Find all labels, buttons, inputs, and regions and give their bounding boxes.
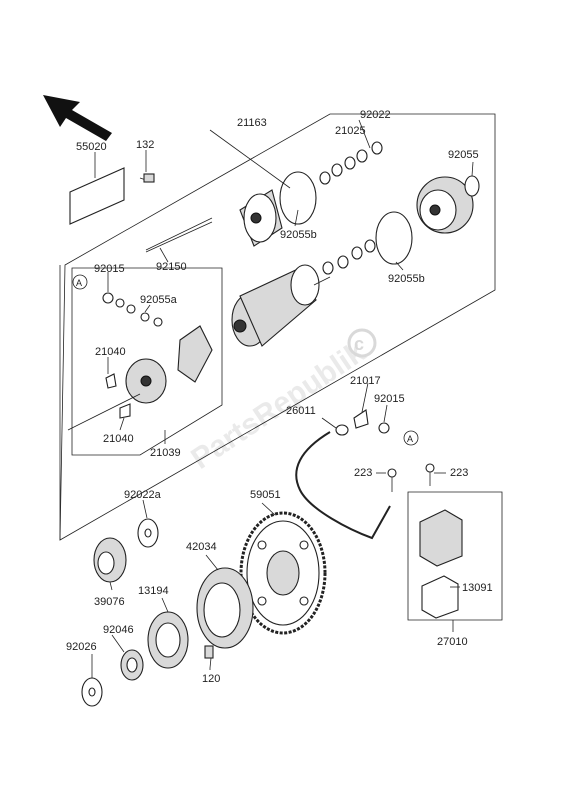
part-label-92055: 92055 — [448, 149, 479, 161]
starter-relay-part — [419, 509, 463, 619]
part-label-21025: 21025 — [335, 125, 366, 137]
part-label-92055a: 92055a — [140, 294, 178, 306]
part-label-21040: 21040 — [95, 346, 126, 358]
one-way-clutch-part — [196, 567, 254, 669]
watermark-text: PartsRepublik — [185, 335, 371, 475]
part-label-21163: 21163 — [237, 117, 267, 129]
part-label-92026: 92026 — [66, 641, 97, 653]
idler-gear-part — [93, 537, 127, 583]
part-label-21017: 21017 — [350, 375, 381, 387]
watermark: PartsRepublik c — [185, 328, 377, 476]
part-label-39076: 39076 — [94, 596, 125, 608]
starter-motor-frame — [59, 113, 496, 541]
part-label-92055b: 92055b — [388, 273, 425, 285]
clutch-gear-part — [120, 611, 189, 681]
label-plate-part — [69, 167, 125, 225]
shaft-washers — [319, 141, 383, 275]
part-label-13091: 13091 — [462, 582, 493, 594]
relay-screws — [387, 463, 435, 492]
part-label-92150: 92150 — [156, 261, 187, 273]
starter-cable-part — [295, 409, 391, 540]
svg-text:c: c — [354, 334, 364, 354]
reference-marker-a-2: A — [403, 430, 419, 446]
copyright-icon: c — [347, 328, 377, 358]
starter-gear-part — [239, 511, 327, 635]
part-label-132: 132 — [136, 139, 154, 151]
part-label-42034: 42034 — [186, 541, 217, 553]
bolts — [139, 173, 213, 253]
starter-motor-part — [231, 264, 331, 347]
leader-lines — [91, 119, 474, 678]
part-number-labels: 55020 132 21163 21025 92022 92055 92055b… — [66, 109, 493, 685]
brush-holder-parts — [67, 292, 213, 431]
part-label-27010: 27010 — [437, 636, 468, 648]
part-label-55020: 55020 — [76, 141, 107, 153]
reference-label: A — [76, 278, 82, 288]
part-label-21039: 21039 — [150, 447, 181, 459]
part-label-92022: 92022 — [360, 109, 391, 121]
part-label-92055b: 92055b — [280, 229, 317, 241]
o-rings — [279, 171, 480, 265]
relay-frame — [407, 491, 503, 621]
part-label-120: 120 — [202, 673, 220, 685]
part-label-13194: 13194 — [138, 585, 169, 597]
part-label-92015: 92015 — [374, 393, 405, 405]
part-label-21040: 21040 — [103, 433, 134, 445]
part-label-223: 223 — [450, 467, 468, 479]
part-label-92022a: 92022a — [124, 489, 162, 501]
part-label-92046: 92046 — [103, 624, 134, 636]
part-label-26011: 26011 — [286, 405, 316, 417]
brush-holder-frame — [71, 267, 223, 456]
direction-arrow-icon — [43, 95, 112, 141]
rear-cover-part — [416, 176, 474, 234]
part-label-92015: 92015 — [94, 263, 125, 275]
part-label-59051: 59051 — [250, 489, 281, 501]
reference-marker-a-1: A — [72, 274, 88, 290]
front-cover-part — [239, 189, 283, 247]
reference-label: A — [407, 434, 413, 444]
part-label-223: 223 — [354, 467, 372, 479]
